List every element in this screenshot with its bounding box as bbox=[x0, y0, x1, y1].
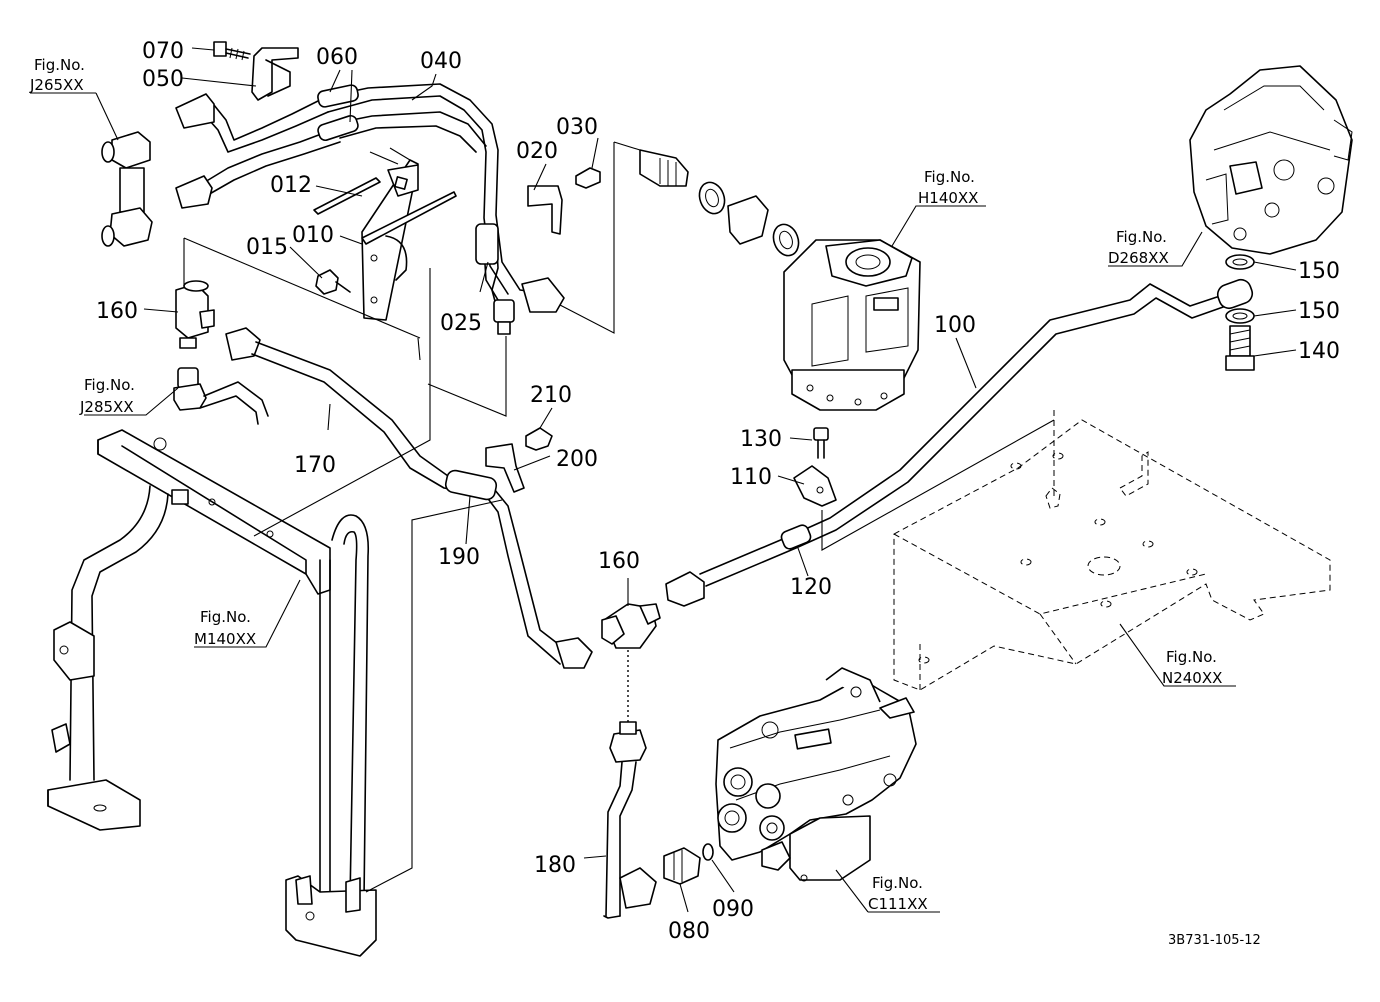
label-200: 200 bbox=[556, 447, 598, 472]
figref-j285-line2: J285XX bbox=[79, 398, 134, 416]
washer-150-a bbox=[1225, 254, 1255, 270]
fitting-j285 bbox=[173, 367, 269, 425]
bolt-070 bbox=[213, 41, 251, 61]
label-080: 080 bbox=[668, 919, 710, 944]
tee-fitting-j265 bbox=[101, 131, 153, 247]
leader-lines bbox=[30, 47, 1297, 913]
label-150-b: 150 bbox=[1298, 299, 1340, 324]
oring-090 bbox=[702, 843, 714, 861]
bolt-130 bbox=[813, 427, 829, 459]
label-050: 050 bbox=[142, 67, 184, 92]
label-150-a: 150 bbox=[1298, 259, 1340, 284]
plate-012 bbox=[313, 177, 381, 215]
label-180: 180 bbox=[534, 853, 576, 878]
figref-d268-line2: D268XX bbox=[1108, 249, 1169, 267]
label-090: 090 bbox=[712, 897, 754, 922]
label-020: 020 bbox=[516, 139, 558, 164]
diagram-id: 3B731-105-12 bbox=[1168, 933, 1261, 948]
label-130: 130 bbox=[740, 427, 782, 452]
clamp-110 bbox=[793, 465, 837, 507]
engine-d268 bbox=[1189, 65, 1353, 255]
figref-d268-line1: Fig.No. bbox=[1116, 228, 1167, 246]
label-140: 140 bbox=[1298, 339, 1340, 364]
figref-j265-line2: J265XX bbox=[29, 76, 84, 94]
bolt-015 bbox=[315, 269, 351, 295]
part-labels: 070 050 060 040 030 020 012 010 015 025 … bbox=[96, 39, 1340, 944]
label-110: 110 bbox=[730, 465, 772, 490]
figref-j265-line1: Fig.No. bbox=[34, 56, 85, 74]
bracket-010 bbox=[361, 159, 457, 321]
label-060: 060 bbox=[316, 45, 358, 70]
figure-refs: Fig.No. J265XX Fig.No. H140XX Fig.No. D2… bbox=[29, 56, 1222, 913]
tee-160-top bbox=[175, 280, 215, 349]
figref-h140-line2: H140XX bbox=[918, 189, 978, 207]
guide-line-120 bbox=[821, 419, 1055, 551]
bolt-140 bbox=[1225, 325, 1255, 371]
label-030: 030 bbox=[556, 115, 598, 140]
bolt-210 bbox=[525, 427, 553, 451]
label-120: 120 bbox=[790, 575, 832, 600]
frame-n240 bbox=[893, 410, 1331, 691]
guide-line-frame bbox=[365, 499, 503, 893]
fitting-080 bbox=[663, 847, 701, 885]
label-170: 170 bbox=[294, 453, 336, 478]
valve-c111 bbox=[715, 667, 917, 882]
label-100: 100 bbox=[934, 313, 976, 338]
outline-lines-top bbox=[183, 141, 641, 537]
figref-c111-line1: Fig.No. bbox=[872, 874, 923, 892]
figref-n240-line1: Fig.No. bbox=[1166, 648, 1217, 666]
figref-h140-line1: Fig.No. bbox=[924, 168, 975, 186]
label-160-top: 160 bbox=[96, 299, 138, 324]
figref-n240-line2: N240XX bbox=[1162, 669, 1222, 687]
label-190: 190 bbox=[438, 545, 480, 570]
label-010: 010 bbox=[292, 223, 334, 248]
figref-c111-line2: C111XX bbox=[868, 895, 928, 913]
clip-050 bbox=[251, 47, 299, 101]
frame-m140 bbox=[47, 429, 377, 957]
clamp-200 bbox=[485, 443, 525, 493]
bolt-030 bbox=[575, 167, 601, 189]
figref-m140-line1: Fig.No. bbox=[200, 608, 251, 626]
label-040: 040 bbox=[420, 49, 462, 74]
washer-150-b bbox=[1225, 308, 1255, 324]
tee-160-mid bbox=[601, 603, 661, 649]
label-012: 012 bbox=[270, 173, 312, 198]
label-070: 070 bbox=[142, 39, 184, 64]
figref-m140-line2: M140XX bbox=[194, 630, 256, 648]
tube-100 bbox=[665, 278, 1254, 607]
tube-180 bbox=[603, 721, 657, 919]
label-210: 210 bbox=[530, 383, 572, 408]
clamp-020 bbox=[527, 185, 563, 235]
label-025: 025 bbox=[440, 311, 482, 336]
figref-j285-line1: Fig.No. bbox=[84, 376, 135, 394]
label-015: 015 bbox=[246, 235, 288, 260]
label-160-mid: 160 bbox=[598, 549, 640, 574]
tube-170 bbox=[225, 327, 593, 669]
pump-h140 bbox=[639, 149, 921, 411]
